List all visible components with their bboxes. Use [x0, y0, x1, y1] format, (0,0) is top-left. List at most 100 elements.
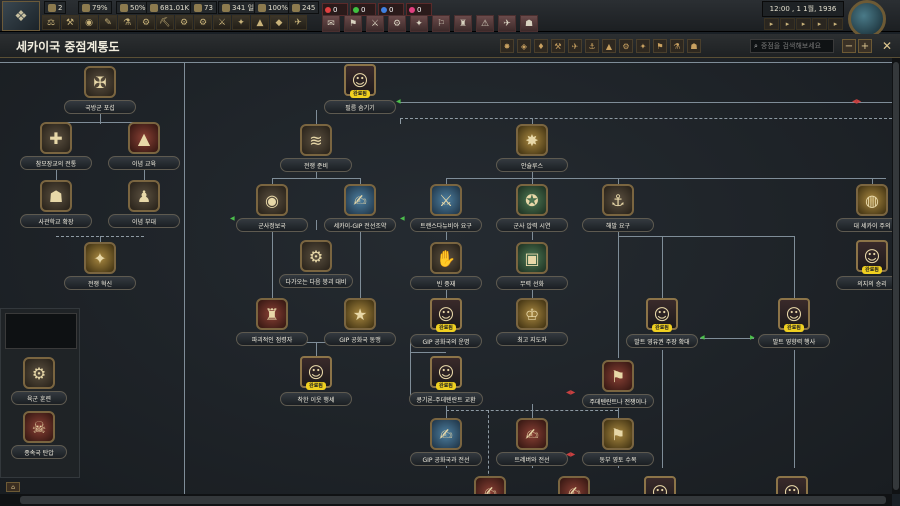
focus-node[interactable]: ✚참모장교의 전통	[0, 122, 112, 170]
character-portrait-icon[interactable]: ☺	[644, 476, 676, 494]
notification-10[interactable]: ☗	[520, 15, 538, 32]
focus-node[interactable]: ✦전쟁 혁신	[44, 242, 156, 290]
focus-node[interactable]: ☗사관학교 확장	[0, 180, 112, 228]
air-button[interactable]: ✈	[289, 15, 307, 30]
production-button[interactable]: ⚙	[175, 15, 193, 30]
intelligence-button[interactable]: ◉	[80, 15, 98, 30]
stability[interactable]: 79%	[78, 1, 112, 14]
focus-node[interactable]: ✍GIP 공화국과 전선	[390, 418, 502, 466]
speed-2-button[interactable]: ▸	[780, 18, 795, 30]
globe-icon[interactable]	[848, 0, 886, 38]
horizontal-scrollbar[interactable]	[0, 494, 892, 506]
focus-node[interactable]: ♔최고 지도자	[476, 298, 588, 346]
filter-icon[interactable]: ⚒	[551, 39, 565, 53]
notification-2[interactable]: ⚑	[344, 15, 362, 32]
partial-focus-icon[interactable]: ✍	[558, 476, 590, 494]
convoys[interactable]: 341 일	[218, 1, 259, 14]
focus-node[interactable]: ▣무력 선화	[476, 242, 588, 290]
focus-node[interactable]: ◍대 세카이 주의	[816, 184, 892, 232]
filter-icon[interactable]: ♦	[534, 39, 548, 53]
filter-icon[interactable]: ⚓	[585, 39, 599, 53]
filter-icon[interactable]: ✦	[636, 39, 650, 53]
focus-node[interactable]: ✪군사 압력 시연	[476, 184, 588, 232]
filter-icon[interactable]: ✈	[568, 39, 582, 53]
divisions[interactable]: 245	[288, 1, 320, 14]
search-input[interactable]	[760, 42, 825, 50]
partial-focus-icon[interactable]: ✍	[474, 476, 506, 494]
filter-icon[interactable]: ☗	[687, 39, 701, 53]
zoom-in-button[interactable]: +	[858, 39, 872, 53]
notification-3[interactable]: ⚔	[366, 15, 384, 32]
close-button[interactable]: ✕	[881, 39, 893, 53]
filter-icon[interactable]: ▲	[602, 39, 616, 53]
focus-search[interactable]: ⌕	[750, 39, 834, 53]
army-button[interactable]: ▲	[251, 15, 269, 30]
speed-3-button[interactable]: ▸	[796, 18, 811, 30]
focus-node[interactable]: ⚓해발 요구	[562, 184, 674, 232]
diplomacy-button[interactable]: ✎	[99, 15, 117, 30]
focus-node[interactable]: ⚔트랜스다뉴비아 요구	[390, 184, 502, 232]
character-portrait-icon[interactable]: ☺	[776, 476, 808, 494]
notification-7[interactable]: ♜	[454, 15, 472, 32]
research-button[interactable]: ⚗	[118, 15, 136, 30]
focus-node[interactable]: ✸안슐루스	[476, 124, 588, 172]
notification-1[interactable]: ✉	[322, 15, 340, 32]
speed-5-button[interactable]: ▸	[828, 18, 843, 30]
focus-node[interactable]: ✋빈 중재	[390, 242, 502, 290]
factories[interactable]: 73	[190, 1, 217, 14]
focus-node[interactable]: ⚑동부 영토 수복	[562, 418, 674, 466]
focus-node[interactable]: ✍세카이-GIP 전선조약	[304, 184, 416, 232]
notification-4[interactable]: ⚙	[388, 15, 406, 32]
manpower[interactable]: 681.01K	[146, 1, 194, 14]
focus-node[interactable]: ≋전쟁 준비	[260, 124, 372, 172]
date-display[interactable]: 12:00 , 1 1월, 1936	[762, 1, 844, 17]
notification-8[interactable]: ⚠	[476, 15, 494, 32]
recruit-button[interactable]: ⚔	[213, 15, 231, 30]
focus-node[interactable]: ⚑주데텐란트나 전쟁이나	[562, 360, 674, 408]
focus-tree-canvas[interactable]: ◀ ◀▶ ◀ ◀ ▶ ◀▶ ◀▶ ◀ ✠국방군 포섭 ✚참모장교의 전통 ▲이념…	[0, 58, 892, 494]
speed-1-button[interactable]: ▸	[764, 18, 779, 30]
scroll-thumb[interactable]	[20, 496, 886, 504]
notification-5[interactable]: ✦	[410, 15, 428, 32]
filter-icon[interactable]: ⚗	[670, 39, 684, 53]
navy-button[interactable]: ◆	[270, 15, 288, 30]
home-button[interactable]: ⌂	[6, 482, 20, 492]
focus-node[interactable]: ♟이념 부대	[88, 180, 200, 228]
alert-2[interactable]: 0	[350, 3, 376, 16]
focus-node[interactable]: ✍트레버와 전선	[476, 418, 588, 466]
logistics-button[interactable]: ⚙	[194, 15, 212, 30]
decisions-button[interactable]: ⚖	[42, 15, 60, 30]
focus-node[interactable]: ▲이념 교육	[88, 122, 200, 170]
industry-button[interactable]: ⚙	[137, 15, 155, 30]
notification-6[interactable]: ⚐	[432, 15, 450, 32]
war-support[interactable]: 50%	[116, 1, 150, 14]
filter-icon[interactable]: ⚙	[619, 39, 633, 53]
focus-node[interactable]: ★GIP 공화국 동맹	[304, 298, 416, 346]
zoom-out-button[interactable]: −	[842, 39, 856, 53]
political-power[interactable]: 2	[44, 1, 67, 14]
scroll-thumb[interactable]	[893, 62, 899, 490]
notification-9[interactable]: ✈	[498, 15, 516, 32]
filter-icon[interactable]: ⚑	[653, 39, 667, 53]
focus-node[interactable]: ◉군사정보국	[216, 184, 328, 232]
speed-4-button[interactable]: ▸	[812, 18, 827, 30]
focus-node[interactable]: ♜파괴적인 점령자	[216, 298, 328, 346]
filter-icon[interactable]: ◈	[517, 39, 531, 53]
nation-flag-icon[interactable]: ❖	[2, 1, 40, 31]
vertical-scrollbar[interactable]	[892, 58, 900, 494]
filter-icon[interactable]: ✸	[500, 39, 514, 53]
construction-button[interactable]: ⛏	[156, 15, 174, 30]
trade-button[interactable]: ✦	[232, 15, 250, 30]
fuel[interactable]: 100%	[254, 1, 293, 14]
focus-node[interactable]: ⚙육군 훈련	[0, 357, 95, 405]
focus-node[interactable]: ☠종속국 탄압	[0, 411, 95, 459]
focus-node[interactable]: ✠국방군 포섭	[44, 66, 156, 114]
government-button[interactable]: ⚒	[61, 15, 79, 30]
focus-node[interactable]: ⚙다가오는 다음 붕괴 대비	[260, 240, 372, 288]
